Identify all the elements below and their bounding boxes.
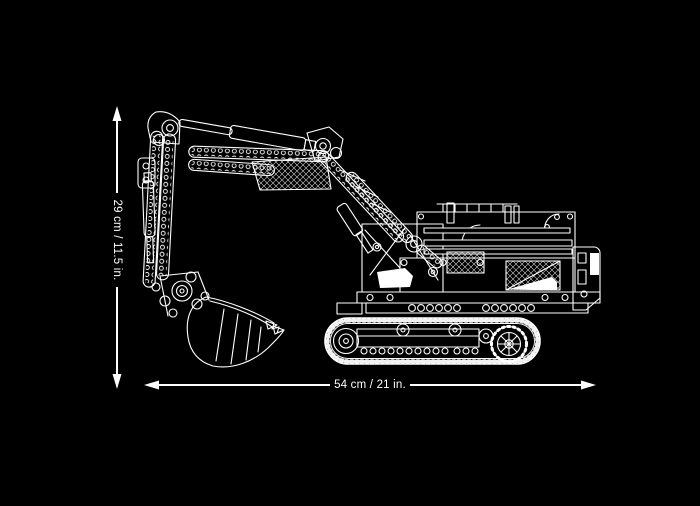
height-dimension-label: 29 cm / 11.5 in. xyxy=(111,200,123,281)
arrow-left-icon xyxy=(144,380,159,390)
exhaust-stack xyxy=(446,202,455,224)
stick xyxy=(137,130,210,318)
counterweight xyxy=(572,246,601,311)
boom-cylinder xyxy=(336,202,374,254)
excavator-line-art xyxy=(137,111,601,368)
vent-panel xyxy=(446,251,485,274)
width-dimension xyxy=(144,380,596,390)
width-dimension-label: 54 cm / 21 in. xyxy=(334,379,406,391)
bucket-tooth xyxy=(265,320,278,330)
superstructure xyxy=(361,202,601,311)
track-frame-holes xyxy=(360,347,479,355)
slew-frame xyxy=(336,291,601,315)
arrow-right-icon xyxy=(581,380,596,390)
bucket-cylinder xyxy=(141,172,156,264)
arrow-down-icon xyxy=(112,374,122,389)
boom-panel xyxy=(251,156,332,191)
drive-sprocket xyxy=(490,325,528,363)
height-dimension xyxy=(112,106,122,389)
track-links xyxy=(325,318,540,364)
bucket-tooth xyxy=(272,325,285,335)
bucket-linkage xyxy=(151,271,210,318)
arrow-up-icon xyxy=(112,106,122,121)
bucket xyxy=(186,296,285,368)
boom xyxy=(147,111,423,254)
crawler-track xyxy=(324,317,541,365)
stick-cylinder xyxy=(178,118,317,152)
